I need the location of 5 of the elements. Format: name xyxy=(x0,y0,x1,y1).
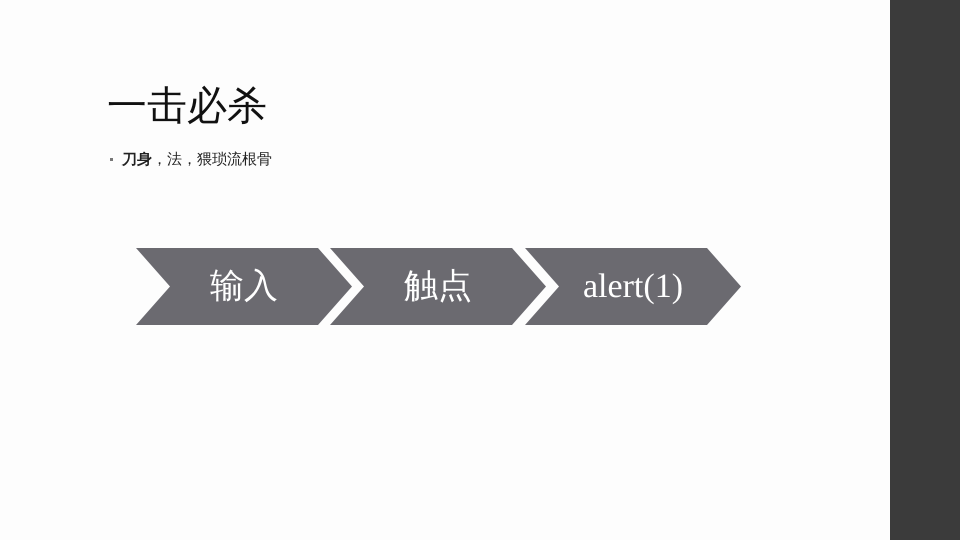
chevron-shape: alert(1) xyxy=(525,248,741,325)
chevron-shape: 触点 xyxy=(330,248,546,325)
title: 一击必杀 xyxy=(107,82,267,131)
chevron-shape: 输入 xyxy=(136,248,352,325)
bullet-text: 刀身，法，猥琐流根骨 xyxy=(122,149,272,169)
